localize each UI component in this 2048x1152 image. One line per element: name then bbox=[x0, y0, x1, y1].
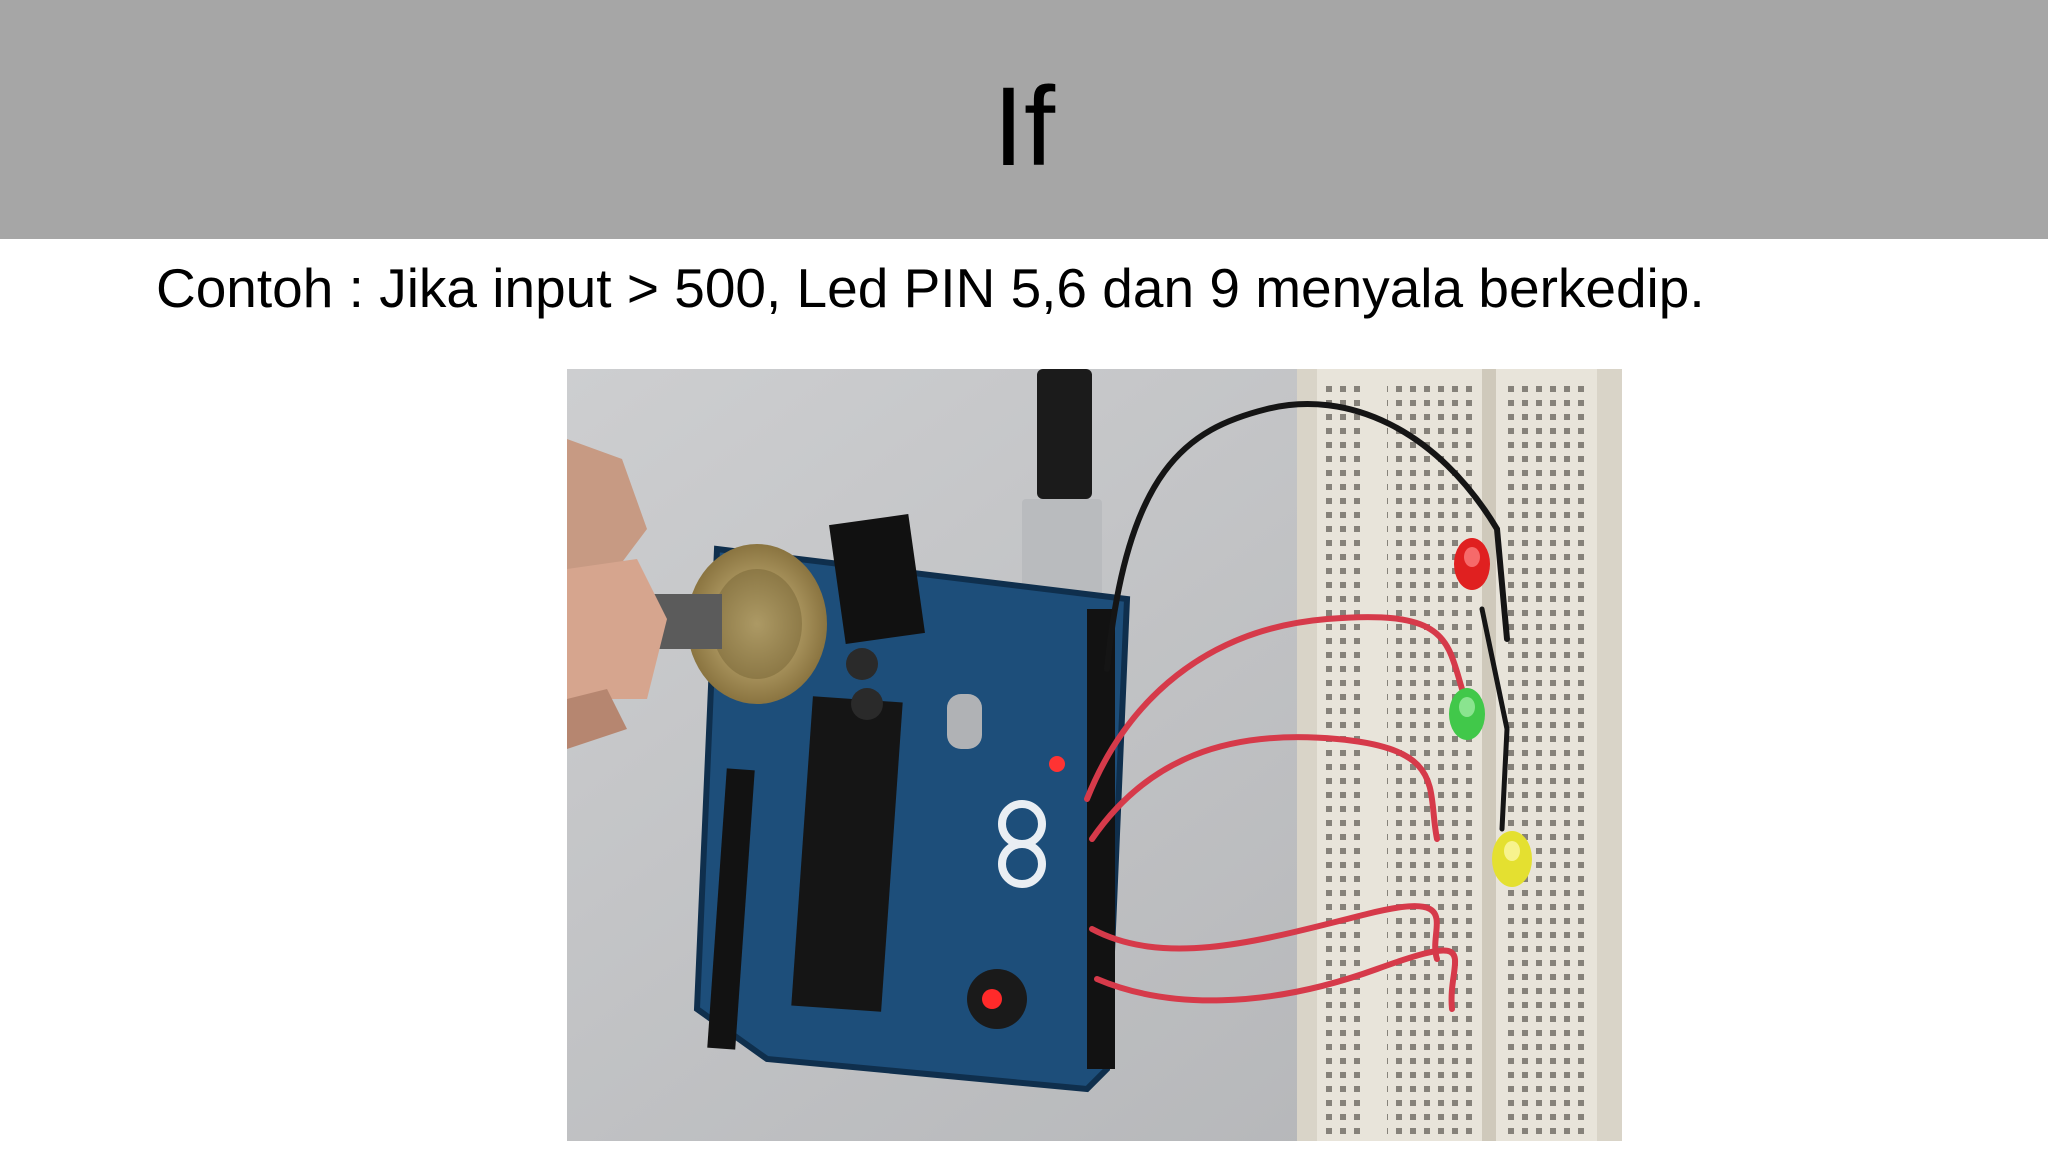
circuit-photo bbox=[567, 369, 1622, 1141]
hand bbox=[567, 439, 667, 749]
breadboard bbox=[1297, 369, 1622, 1141]
wires bbox=[1084, 401, 1510, 1012]
slide-body-text: Contoh : Jika input > 500, Led PIN 5,6 d… bbox=[156, 257, 1705, 319]
slide-title: If bbox=[992, 64, 1056, 189]
title-bar: If bbox=[0, 0, 2048, 239]
leds bbox=[1449, 538, 1532, 887]
usb-cable bbox=[1022, 369, 1102, 609]
arduino-board bbox=[693, 514, 1131, 1093]
